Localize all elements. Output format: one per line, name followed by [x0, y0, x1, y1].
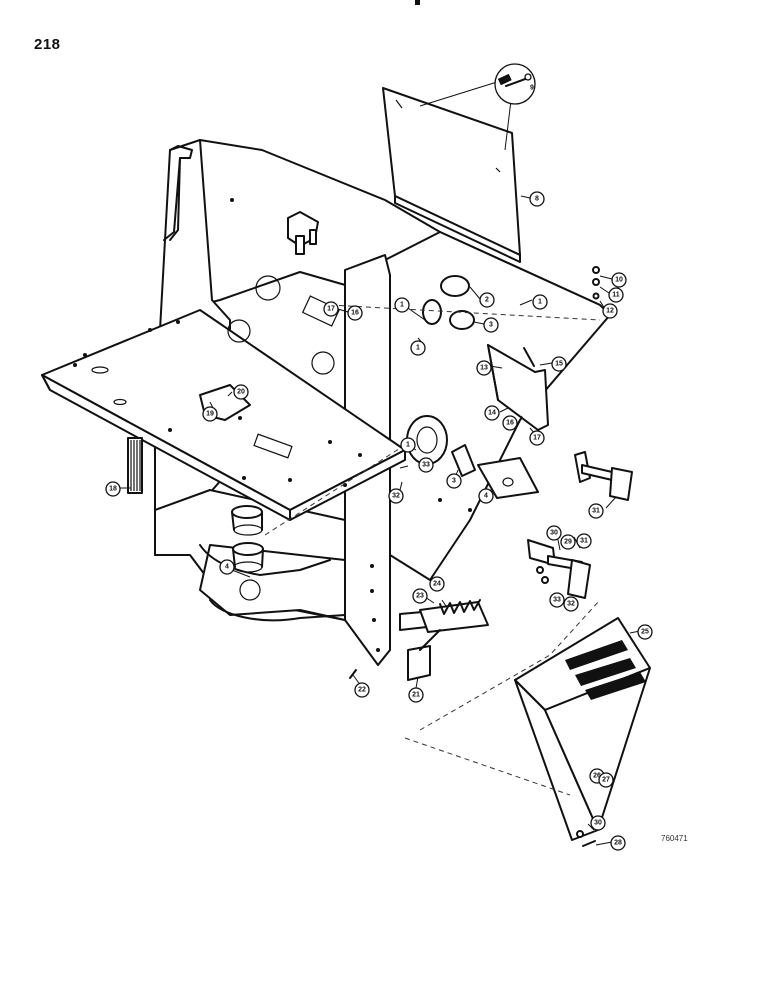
hood-panel	[382, 81, 521, 263]
svg-text:33: 33	[553, 597, 561, 604]
svg-text:17: 17	[533, 435, 541, 442]
svg-text:12: 12	[606, 308, 614, 315]
svg-text:13: 13	[480, 365, 488, 372]
svg-text:1: 1	[406, 442, 410, 449]
svg-text:30: 30	[594, 820, 602, 827]
page-number: 218	[34, 36, 61, 53]
footrest-lower	[527, 539, 591, 599]
drawing-number: 760471	[661, 834, 688, 843]
callout-12: 12	[602, 303, 618, 319]
callout-5: 4	[478, 488, 494, 504]
callout-27: 27	[598, 772, 614, 788]
callout-17: 17	[323, 301, 339, 317]
svg-text:22: 22	[358, 687, 366, 694]
svg-text:3: 3	[489, 322, 493, 329]
svg-text:3: 3	[452, 478, 456, 485]
callout-16: 16	[502, 415, 518, 431]
latch-detail	[494, 63, 536, 105]
callout-21: 21	[408, 687, 424, 703]
callout-33: 33	[418, 457, 434, 473]
callout-2: 2	[479, 292, 495, 308]
callout-25: 25	[637, 624, 653, 640]
svg-text:33: 33	[422, 462, 430, 469]
svg-text:11: 11	[612, 292, 620, 299]
svg-text:18: 18	[109, 486, 117, 493]
svg-text:31: 31	[580, 538, 588, 545]
svg-text:1: 1	[538, 299, 542, 306]
callout-28: 28	[610, 835, 626, 851]
footrest-upper	[574, 451, 633, 501]
callout-1: 1	[394, 297, 410, 313]
svg-text:17: 17	[327, 306, 335, 313]
svg-text:30: 30	[550, 530, 558, 537]
svg-text:32: 32	[567, 601, 575, 608]
svg-text:4: 4	[484, 493, 488, 500]
svg-text:28: 28	[614, 840, 622, 847]
svg-text:14: 14	[488, 410, 496, 417]
pedal-bracket	[487, 344, 549, 431]
callout-18: 18	[105, 481, 121, 497]
lower-tubes	[406, 415, 539, 499]
frame-holes	[227, 198, 472, 652]
callout-20: 20	[233, 384, 249, 400]
callout-11: 11	[608, 287, 624, 303]
callout-19: 19	[202, 406, 218, 422]
callout-10: 10	[611, 272, 627, 288]
callout-1: 1	[532, 294, 548, 310]
svg-text:9: 9	[530, 85, 534, 92]
callout-9: 9	[530, 85, 534, 92]
callout-31: 31	[576, 533, 592, 549]
callout-30: 30	[546, 525, 562, 541]
svg-text:27: 27	[602, 777, 610, 784]
callout-32: 32	[388, 488, 404, 504]
svg-text:26: 26	[593, 773, 601, 780]
callout-1: 1	[400, 437, 416, 453]
svg-text:16: 16	[351, 310, 359, 317]
callout-1: 1	[410, 340, 426, 356]
callout-4: 4	[219, 559, 235, 575]
svg-text:10: 10	[615, 277, 623, 284]
callout-15: 15	[551, 356, 567, 372]
step-21	[399, 599, 489, 681]
svg-text:29: 29	[564, 539, 572, 546]
callout-24: 24	[429, 576, 445, 592]
callout-14: 14	[484, 405, 500, 421]
callout-29: 29	[560, 534, 576, 550]
svg-text:2: 2	[485, 297, 489, 304]
callout-31: 31	[588, 503, 604, 519]
callout-30: 30	[590, 815, 606, 831]
upper-bushings	[422, 275, 475, 330]
callout-3: 3	[483, 317, 499, 333]
step-cover	[514, 617, 651, 841]
svg-text:8: 8	[535, 196, 539, 203]
callout-8: 8	[529, 191, 545, 207]
svg-text:25: 25	[641, 629, 649, 636]
svg-text:19: 19	[206, 411, 214, 418]
callout-17: 17	[529, 430, 545, 446]
svg-text:1: 1	[400, 302, 404, 309]
callout-23: 23	[412, 588, 428, 604]
svg-text:16: 16	[506, 420, 514, 427]
callout-13: 13	[476, 360, 492, 376]
bushings-4	[231, 505, 264, 573]
svg-text:20: 20	[237, 389, 245, 396]
svg-text:15: 15	[555, 361, 563, 368]
callout-22: 22	[354, 682, 370, 698]
callout-33: 33	[549, 592, 565, 608]
callout-16: 16	[347, 305, 363, 321]
svg-text:32: 32	[392, 493, 400, 500]
floor-plate	[41, 309, 406, 521]
svg-text:24: 24	[433, 581, 441, 588]
svg-text:21: 21	[412, 692, 420, 699]
svg-text:1: 1	[416, 345, 420, 352]
svg-text:23: 23	[416, 593, 424, 600]
grille-18	[127, 437, 143, 494]
svg-text:31: 31	[592, 508, 600, 515]
callout-3: 3	[446, 473, 462, 489]
svg-text:4: 4	[225, 564, 229, 571]
callout-32: 32	[563, 596, 579, 612]
hardware	[349, 266, 600, 847]
